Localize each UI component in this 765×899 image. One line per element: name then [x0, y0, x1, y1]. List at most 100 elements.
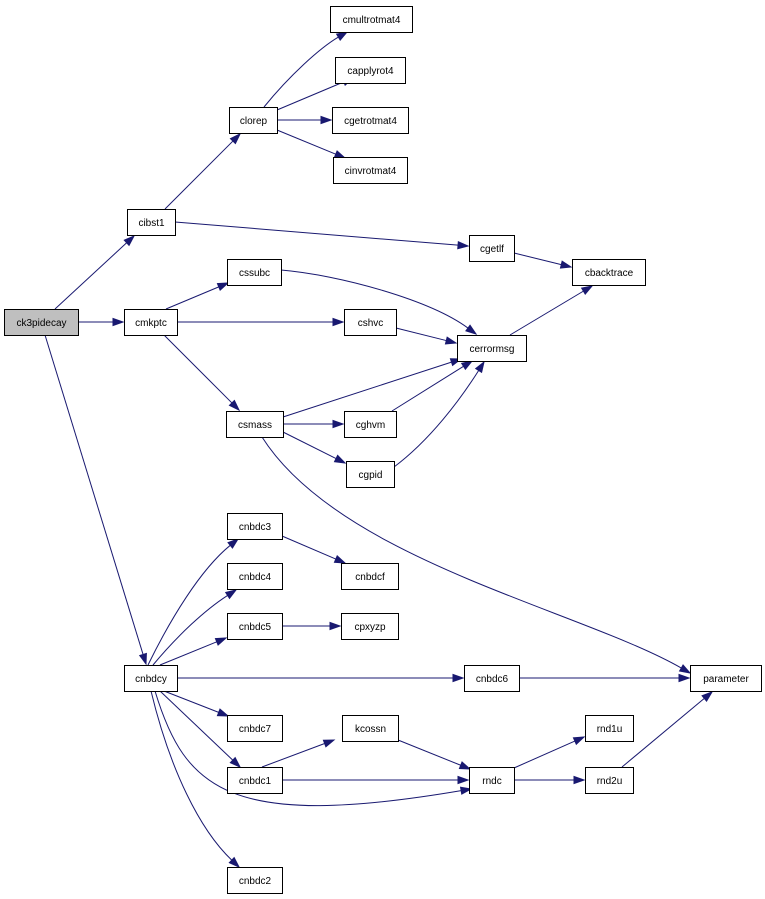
node-label: rndc: [482, 776, 501, 787]
node-label: cgetlf: [480, 244, 504, 255]
node-cinvrotmat4[interactable]: cinvrotmat4: [333, 157, 408, 184]
node-capplyrot4[interactable]: capplyrot4: [335, 57, 406, 84]
node-cgetrotmat4[interactable]: cgetrotmat4: [332, 107, 409, 134]
edge-line: [159, 641, 217, 666]
node-cmkptc[interactable]: cmkptc: [124, 309, 178, 336]
node-cpxyzp[interactable]: cpxyzp: [341, 613, 399, 640]
edge-line: [174, 221, 459, 246]
node-cmultrotmat4[interactable]: cmultrotmat4: [330, 6, 413, 33]
arrow-head-icon: [333, 454, 347, 464]
node-cssubc[interactable]: cssubc: [227, 259, 282, 286]
edge-ck3pidecay-to-cnbdcy: [44, 334, 147, 666]
node-ck3pidecay[interactable]: ck3pidecay: [4, 309, 79, 336]
arrow-head-icon: [465, 324, 478, 335]
node-cnbdcy[interactable]: cnbdcy: [124, 665, 178, 692]
edge-line: [397, 739, 461, 766]
node-box: [344, 411, 397, 438]
edge-cnbdc5-to-cpxyzp: [282, 621, 342, 631]
node-cghvm[interactable]: cghvm: [344, 411, 397, 438]
edge-kcossn-to-rndc: [397, 739, 472, 770]
node-cnbdcf[interactable]: cnbdcf: [341, 563, 399, 590]
node-rndc[interactable]: rndc: [469, 767, 515, 794]
node-cnbdc5[interactable]: cnbdc5: [227, 613, 283, 640]
edge-cshvc-to-cerrormsg: [395, 327, 458, 345]
edge-line: [163, 690, 219, 713]
node-box: [344, 309, 397, 336]
node-box: [124, 309, 178, 336]
edge-line: [276, 129, 336, 155]
arrow-head-icon: [229, 132, 242, 145]
node-cnbdc2[interactable]: cnbdc2: [227, 867, 283, 894]
arrow-head-icon: [701, 691, 714, 702]
node-cnbdc7[interactable]: cnbdc7: [227, 715, 283, 742]
edge-ck3pidecay-to-cibst1: [54, 234, 136, 310]
node-label: cinvrotmat4: [345, 166, 397, 177]
node-clorep[interactable]: clorep: [229, 107, 278, 134]
node-box: [127, 209, 176, 236]
edge-cmkptc-to-cshvc: [177, 317, 345, 327]
node-csmass[interactable]: csmass: [226, 411, 284, 438]
edge-cghvm-to-cerrormsg: [391, 360, 474, 412]
node-box: [226, 411, 284, 438]
edge-clorep-to-cinvrotmat4: [276, 129, 347, 159]
node-label: csmass: [238, 420, 272, 431]
node-cnbdc3[interactable]: cnbdc3: [227, 513, 283, 540]
arrow-head-icon: [224, 589, 238, 600]
edge-line: [150, 690, 233, 861]
arrow-head-icon: [580, 285, 594, 295]
arrow-head-icon: [573, 775, 586, 785]
arrow-head-icon: [332, 317, 345, 327]
node-box: [690, 665, 762, 692]
edge-cibst1-to-cgetlf: [174, 221, 470, 250]
node-label: cnbdc1: [239, 776, 272, 787]
node-box: [227, 867, 283, 894]
edge-line: [621, 698, 705, 768]
node-kcossn[interactable]: kcossn: [342, 715, 399, 742]
arrow-head-icon: [214, 637, 228, 646]
node-cbacktrace[interactable]: cbacktrace: [572, 259, 646, 286]
node-box: [227, 259, 282, 286]
node-rnd2u[interactable]: rnd2u: [585, 767, 634, 794]
node-cgetlf[interactable]: cgetlf: [469, 235, 515, 262]
edge-line: [261, 743, 325, 768]
node-cnbdc1[interactable]: cnbdc1: [227, 767, 283, 794]
node-cerrormsg[interactable]: cerrormsg: [457, 335, 527, 362]
node-label: cpxyzp: [354, 622, 386, 633]
arrow-head-icon: [457, 775, 470, 785]
node-cshvc[interactable]: cshvc: [344, 309, 397, 336]
arrow-head-icon: [559, 260, 573, 269]
node-label: rnd1u: [597, 724, 623, 735]
edge-cmkptc-to-csmass: [163, 334, 241, 412]
arrow-head-icon: [333, 150, 347, 159]
node-label: cghvm: [356, 420, 385, 431]
edge-cnbdc1-to-kcossn: [261, 739, 336, 768]
node-box: [4, 309, 79, 336]
arrow-head-icon: [228, 856, 241, 869]
node-cnbdc6[interactable]: cnbdc6: [464, 665, 520, 692]
node-cnbdc4[interactable]: cnbdc4: [227, 563, 283, 590]
edge-line: [513, 740, 576, 769]
node-box: [227, 613, 283, 640]
node-parameter[interactable]: parameter: [690, 665, 762, 692]
edge-cnbdcy-to-cnbdc2: [150, 690, 241, 869]
arrow-head-icon: [572, 736, 586, 746]
edge-line: [282, 361, 452, 418]
node-cibst1[interactable]: cibst1: [127, 209, 176, 236]
node-rnd1u[interactable]: rnd1u: [585, 715, 634, 742]
edge-cnbdc1-to-rndc: [282, 775, 470, 785]
arrow-head-icon: [457, 240, 470, 250]
edge-line: [391, 365, 464, 412]
node-label: cnbdc2: [239, 876, 272, 887]
edge-clorep-to-cgetrotmat4: [277, 115, 333, 125]
node-label: cnbdcf: [355, 572, 385, 583]
edge-csmass-to-parameter: [261, 436, 692, 674]
node-cgpid[interactable]: cgpid: [346, 461, 395, 488]
node-label: cnbdc3: [239, 522, 272, 533]
node-label: cgetrotmat4: [344, 116, 397, 127]
arrow-head-icon: [678, 664, 692, 674]
edge-line: [513, 252, 562, 266]
node-box: [469, 235, 515, 262]
edge-line: [280, 269, 469, 329]
arrow-head-icon: [459, 786, 473, 795]
arrow-head-icon: [332, 419, 345, 429]
